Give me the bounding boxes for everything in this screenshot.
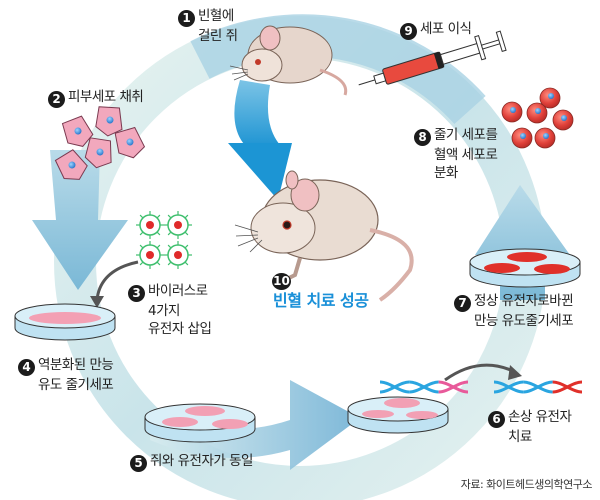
cell-colony [162, 417, 198, 427]
cell-nucleus [96, 148, 104, 156]
step-8-line-1: 줄기 세포를 [434, 127, 498, 143]
virus [136, 211, 164, 239]
skin-cell [54, 149, 88, 180]
cell-colony [185, 406, 225, 416]
step-4-number-badge: 4 [18, 359, 35, 376]
cell-nucleus [106, 116, 114, 124]
step-5-number-badge: 5 [130, 455, 147, 472]
step-8-line-3: 분화 [434, 165, 458, 181]
damaged-dna [379, 380, 469, 394]
cell-colony [362, 410, 394, 418]
step-3-line-1: 바이러스로 [148, 283, 208, 299]
virus-insert-arrow [90, 260, 139, 308]
step-3-line-2: 4가지 [148, 303, 180, 319]
step-4-line-2: 유도 줄기세포 [38, 377, 114, 393]
skin-cell [61, 115, 94, 147]
cell-nucleus [535, 108, 541, 114]
cell-nucleus [68, 161, 76, 169]
step-8-line-2: 혈액 세포로 [434, 147, 498, 163]
cell-colony [212, 419, 248, 429]
blood-cells [501, 87, 574, 149]
cell-colony [29, 312, 101, 324]
syringe-icon [358, 30, 507, 86]
petri-dish-step7 [469, 248, 581, 288]
left-down-arrow [32, 150, 128, 290]
viruses [136, 211, 192, 269]
anemic-mouse-illustration [229, 25, 348, 96]
step-3-number-badge: 3 [128, 285, 145, 302]
right-up-arrow [475, 185, 570, 300]
step-10-title: 빈혈 치료 성공 [273, 291, 369, 310]
source-credit: 자료: 화이트헤드생의학연구소 [460, 478, 593, 491]
step-4-line-1: 역분화된 만능 [38, 357, 114, 373]
bottom-right-arrow [150, 380, 360, 470]
step-6-line-1: 손상 유전자 [508, 409, 572, 425]
cell-nucleus [561, 115, 567, 121]
step-2-number-badge: 2 [48, 91, 65, 108]
petri-dish-step4 [14, 303, 116, 341]
step-9-line-1: 세포 이식 [420, 21, 472, 37]
step-7-line-1: 정상 유전자로바뀐 [474, 293, 574, 309]
cell-nucleus [74, 127, 82, 135]
gene-repair-arrow [444, 363, 522, 382]
step-7-line-2: 만능 유도줄기세포 [474, 313, 574, 329]
step-10-label: 10 [272, 270, 294, 290]
dna-strands [379, 380, 583, 394]
petri-dishes [14, 248, 581, 443]
step-1-line-1: 빈혈에 [198, 8, 234, 24]
cell-colony [406, 411, 438, 419]
cell-colony [484, 263, 520, 273]
skin-cell [95, 106, 123, 137]
virus [164, 241, 192, 269]
cell-nucleus [126, 138, 134, 146]
central-arrow [228, 80, 292, 200]
petri-dish-step5 [144, 403, 256, 443]
step-10-number-badge: 10 [272, 273, 291, 290]
step-1-line-2: 걸린 쥐 [198, 28, 238, 44]
step-3-line-3: 유전자 삽입 [148, 321, 212, 337]
virus [164, 211, 192, 239]
petri-dish-step6 [347, 396, 449, 434]
cell-colony [534, 264, 570, 274]
skin-cells [54, 106, 146, 180]
skin-cell [114, 126, 146, 159]
cell-nucleus [510, 107, 516, 113]
cell-nucleus [520, 133, 526, 139]
step-8-number-badge: 8 [414, 129, 431, 146]
step-5-line-1: 쥐와 유전자가 동일 [150, 453, 253, 469]
cell-colony [384, 398, 420, 408]
step-6-number-badge: 6 [488, 411, 505, 428]
step-9-number-badge: 9 [400, 23, 417, 40]
repaired-dna [493, 380, 583, 394]
step-6-line-2: 치료 [508, 429, 532, 445]
cell-nucleus [543, 133, 549, 139]
virus [136, 241, 164, 269]
cured-mouse-illustration [234, 170, 414, 302]
skin-cell [84, 137, 112, 169]
step-1-number-badge: 1 [178, 10, 195, 27]
cell-nucleus [548, 93, 554, 99]
step-2-line-1: 피부세포 채취 [68, 89, 144, 105]
cell-colony [507, 252, 547, 262]
step-7-number-badge: 7 [454, 295, 471, 312]
